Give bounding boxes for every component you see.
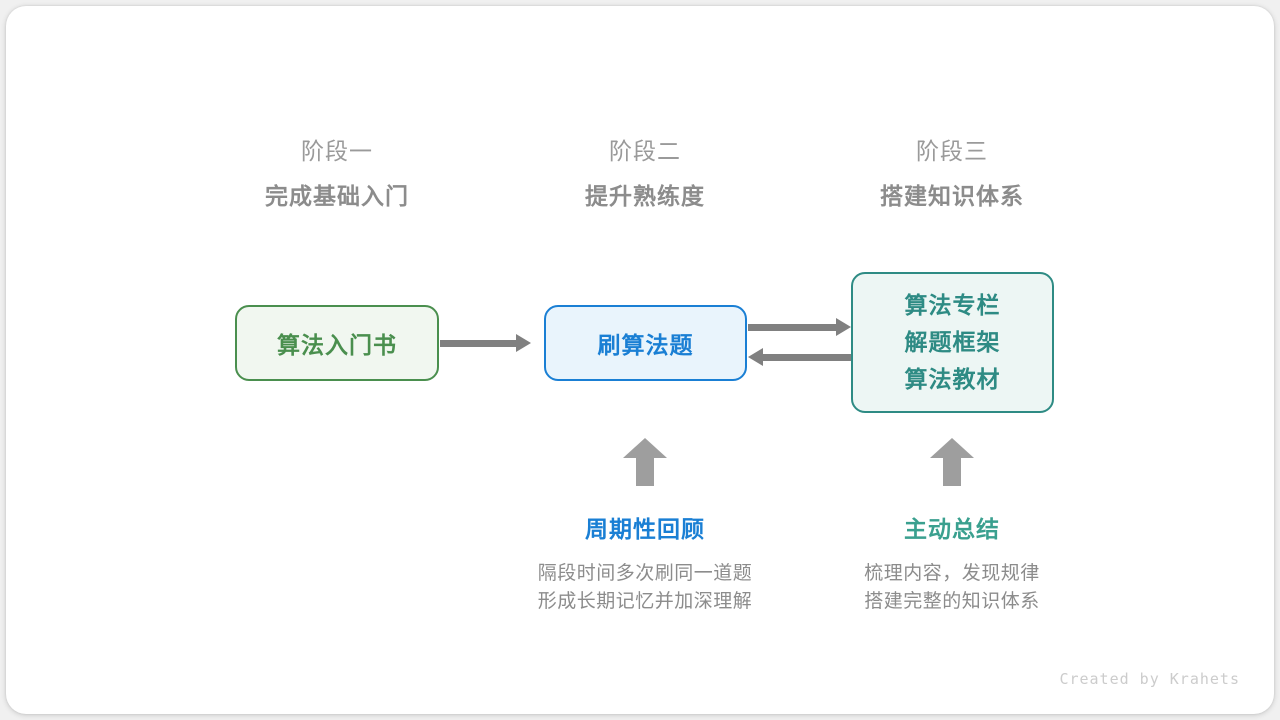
node-algorithm-book: 算法入门书 [235,305,439,381]
phase-2-title: 提升熟练度 [585,183,705,209]
up-arrow-review-head [623,438,667,458]
phase-header-3: 阶段三 搭建知识体系 [822,134,1082,213]
arrow-book-to-practice-shaft [440,340,516,347]
node-practice-problems-label: 刷算法题 [597,332,694,358]
phase-1-subtitle: 阶段一 [301,138,373,164]
annotation-periodic-review-title: 周期性回顾 [585,516,705,542]
up-arrow-summary-icon [930,438,974,486]
up-arrow-review-icon [623,438,667,486]
phase-3-title: 搭建知识体系 [880,183,1024,209]
up-arrow-summary-shaft [943,455,961,486]
annotation-periodic-review-desc-line-1: 隔段时间多次刷同一道题 [537,563,753,584]
up-arrow-summary-head [930,438,974,458]
annotation-active-summary-title: 主动总结 [904,516,1000,542]
arrow-practice-to-resources-shaft [748,324,836,331]
annotation-periodic-review-desc: 隔段时间多次刷同一道题 形成长期记忆并加深理解 [485,560,805,616]
annotation-periodic-review-desc-line-2: 形成长期记忆并加深理解 [537,591,753,612]
phase-header-2: 阶段二 提升熟练度 [515,134,775,213]
phase-header-1: 阶段一 完成基础入门 [207,134,467,213]
arrow-resources-to-practice-shaft [763,354,851,361]
phase-1-title: 完成基础入门 [265,183,409,209]
annotation-periodic-review: 周期性回顾 隔段时间多次刷同一道题 形成长期记忆并加深理解 [485,514,805,616]
diagram-canvas: 阶段一 完成基础入门 阶段二 提升熟练度 阶段三 搭建知识体系 算法入门书 刷算… [6,6,1274,714]
node-resources-line-3: 算法教材 [904,366,1001,392]
annotation-active-summary-desc: 梳理内容，发现规律 搭建完整的知识体系 [792,560,1112,616]
up-arrow-review-shaft [636,455,654,486]
arrow-resources-to-practice-head-icon [748,348,763,366]
phase-3-subtitle: 阶段三 [916,138,988,164]
node-practice-problems: 刷算法题 [544,305,747,381]
annotation-active-summary-desc-line-2: 搭建完整的知识体系 [864,591,1040,612]
credit-text: Created by Krahets [1059,670,1240,688]
node-learning-resources: 算法专栏 解题框架 算法教材 [851,272,1054,413]
annotation-active-summary: 主动总结 梳理内容，发现规律 搭建完整的知识体系 [792,514,1112,616]
arrow-practice-to-resources-head-icon [836,318,851,336]
node-resources-line-2: 解题框架 [904,329,1001,355]
node-resources-line-1: 算法专栏 [904,292,1001,318]
annotation-active-summary-desc-line-1: 梳理内容，发现规律 [864,563,1040,584]
arrow-book-to-practice-head-icon [516,334,531,352]
node-algorithm-book-label: 算法入门书 [277,332,397,358]
phase-2-subtitle: 阶段二 [609,138,681,164]
